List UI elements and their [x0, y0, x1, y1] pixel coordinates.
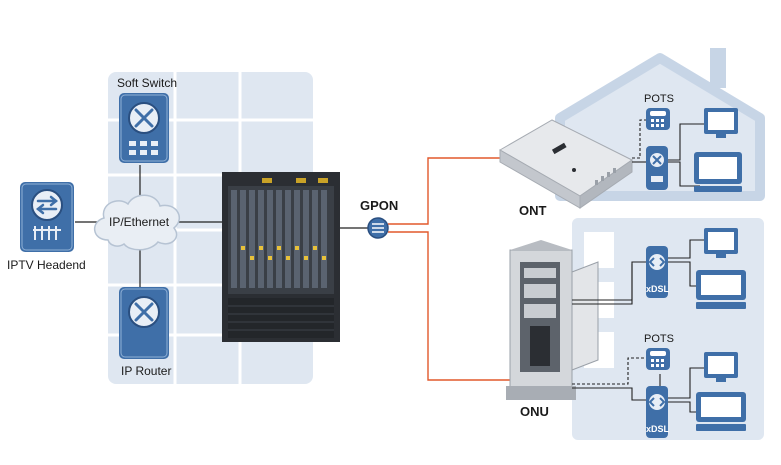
ont-device	[498, 119, 633, 209]
monitor-icon	[704, 108, 738, 138]
gpon-label: GPON	[360, 198, 399, 213]
splitter-icon	[367, 217, 389, 239]
router-cross-icon	[134, 302, 154, 322]
soft-switch-label: Soft Switch	[117, 76, 178, 90]
fiber-links	[388, 157, 512, 381]
xdsl-modem-icon	[646, 386, 668, 438]
pots-top-label: POTS	[644, 93, 674, 105]
ip-router-device	[119, 287, 169, 359]
telephone-icon	[646, 108, 670, 130]
monitor-icon	[704, 352, 738, 382]
switch-cross-icon	[134, 108, 154, 128]
xdsl-label-1: xDSL	[646, 284, 670, 294]
building-links	[572, 239, 706, 413]
tv-icon	[696, 270, 746, 309]
cloud-icon	[94, 194, 180, 251]
tv-icon	[696, 392, 746, 431]
ont-label: ONT	[519, 203, 547, 218]
ip-ethernet-label: IP/Ethernet	[109, 215, 170, 229]
house-links	[632, 119, 706, 187]
arrows-exchange-icon	[35, 195, 59, 215]
onu-cabinet	[506, 240, 599, 400]
soft-switch-device	[119, 93, 169, 163]
home-gateway-icon	[646, 146, 668, 190]
xdsl-label-2: xDSL	[646, 424, 670, 434]
iptv-headend-label: IPTV Headend	[7, 258, 86, 272]
telephone-icon	[646, 348, 670, 370]
monitor-icon	[704, 228, 738, 258]
onu-label: ONU	[520, 404, 549, 419]
olt-chassis	[222, 172, 340, 342]
pots-bottom-label: POTS	[644, 333, 674, 345]
xdsl-modem-icon	[646, 246, 668, 298]
tv-icon	[694, 152, 742, 192]
iptv-headend-device	[20, 182, 74, 252]
ip-router-label: IP Router	[121, 364, 172, 378]
